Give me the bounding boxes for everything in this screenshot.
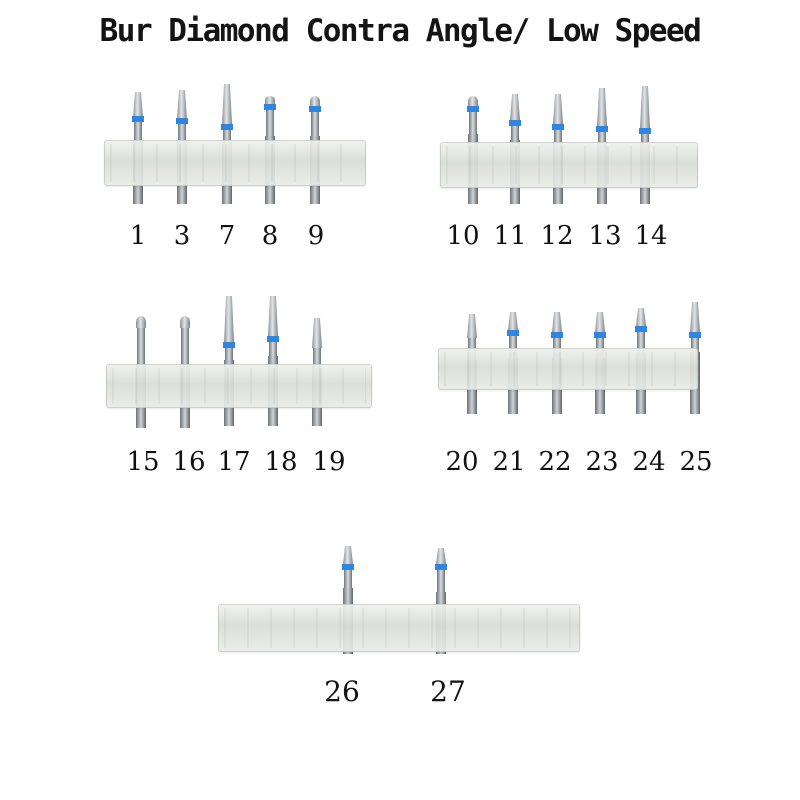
bur-number-label: 3 (173, 221, 191, 251)
bur-number-label: 14 (634, 221, 668, 251)
bur-number-label: 20 (445, 447, 479, 477)
bur-number-label: 13 (588, 221, 622, 251)
bur-number-label: 19 (312, 447, 346, 477)
bur-stand (104, 140, 366, 186)
bur-number-label: 10 (446, 221, 480, 251)
bur-stand (218, 604, 580, 652)
bur-number-label: 27 (430, 675, 466, 708)
bur-number-label: 7 (218, 221, 236, 251)
bur-number-label: 17 (217, 447, 251, 477)
bur-number-label: 11 (493, 221, 527, 251)
bur-stand (106, 364, 372, 408)
bur-stand (440, 142, 698, 188)
bur-number-label: 15 (126, 447, 160, 477)
bur-number-label: 18 (264, 447, 298, 477)
bur-number-label: 24 (632, 447, 666, 477)
bur-number-label: 16 (172, 447, 206, 477)
bur-number-label: 26 (324, 675, 360, 708)
page-title: Bur Diamond Contra Angle/ Low Speed (99, 13, 702, 49)
bur-number-label: 12 (540, 221, 574, 251)
bur-number-label: 8 (261, 221, 279, 251)
bur-number-label: 21 (492, 447, 526, 477)
bur-stand (438, 348, 698, 390)
bur-number-label: 1 (129, 221, 147, 251)
bur-number-label: 9 (307, 221, 325, 251)
bur-number-label: 25 (679, 447, 713, 477)
bur-number-label: 22 (538, 447, 572, 477)
bur-number-label: 23 (585, 447, 619, 477)
